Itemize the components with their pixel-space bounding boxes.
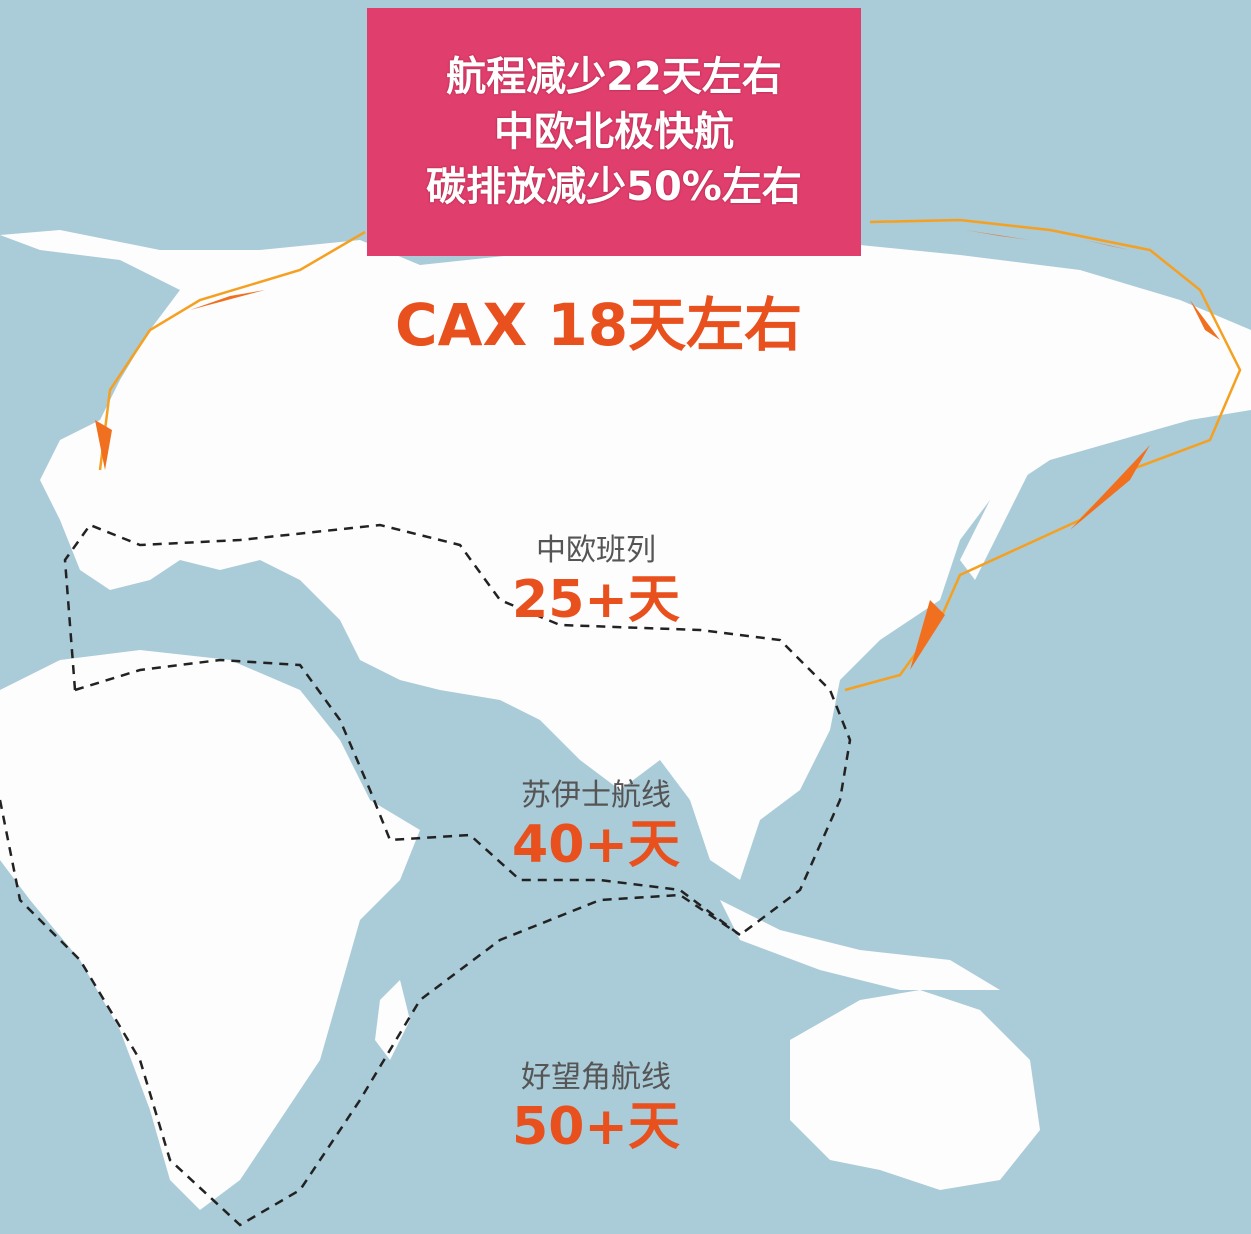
route-arrows xyxy=(95,230,1220,670)
eurasia xyxy=(0,230,1251,880)
route-name: 中欧班列 xyxy=(536,533,656,568)
arrow-icon xyxy=(190,290,265,310)
route-label-suez: 苏伊士航线 40+天 xyxy=(476,770,716,876)
headline-line-1: 航程减少22天左右 xyxy=(446,53,782,100)
route-label-rail: 中欧班列 25+天 xyxy=(476,525,716,631)
route-label-cape: 好望角航线 50+天 xyxy=(476,1052,716,1158)
cax-label: CAX 18天左右 xyxy=(395,291,803,359)
arrow-icon xyxy=(1085,240,1130,250)
rail-route-line xyxy=(63,523,831,691)
route-name: 好望角航线 xyxy=(521,1060,671,1095)
route-duration: 50+天 xyxy=(512,1097,680,1157)
headline-line-3: 碳排放减少50%左右 xyxy=(426,163,802,210)
route-duration: 25+天 xyxy=(512,570,680,630)
australia xyxy=(790,990,1040,1190)
headline-line-2: 中欧北极快航 xyxy=(494,108,734,155)
arrow-icon xyxy=(1070,445,1150,530)
suez-route-line xyxy=(74,658,852,937)
dashed-routes xyxy=(0,523,852,1227)
japan xyxy=(960,460,1030,580)
route-duration: 40+天 xyxy=(512,815,680,875)
indonesia xyxy=(720,900,1000,990)
madagascar xyxy=(375,980,410,1060)
arrow-icon xyxy=(910,600,945,670)
arrow-icon xyxy=(965,230,1030,240)
route-name: 苏伊士航线 xyxy=(521,778,671,813)
headline-box: 航程减少22天左右 中欧北极快航 碳排放减少50%左右 xyxy=(367,8,861,256)
arrow-icon xyxy=(95,420,112,470)
africa xyxy=(0,650,420,1210)
landmasses xyxy=(0,230,1251,1210)
arrow-icon xyxy=(1190,300,1220,340)
